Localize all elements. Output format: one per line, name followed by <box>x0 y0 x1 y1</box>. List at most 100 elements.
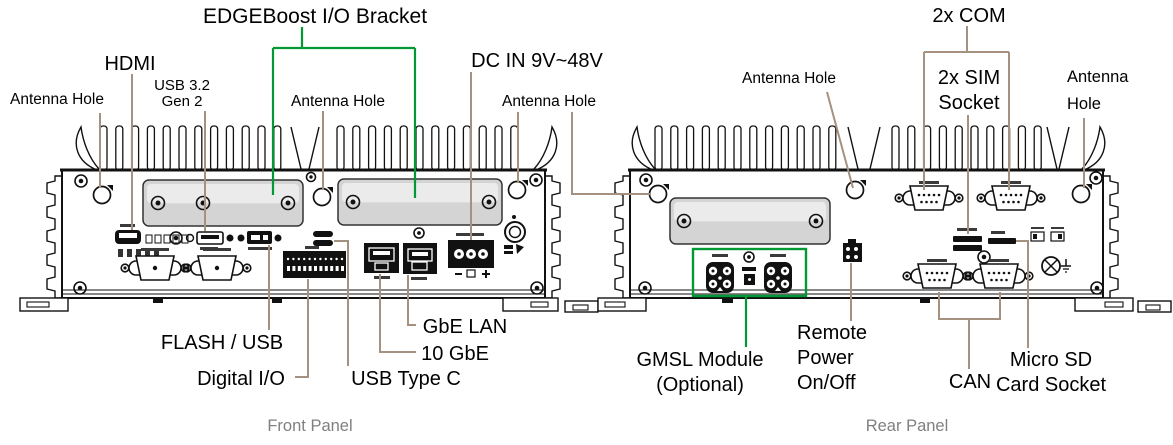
foot-slot <box>1145 304 1161 311</box>
dio-slot <box>292 266 296 271</box>
dio-slot <box>314 266 317 271</box>
pwr-mark <box>504 245 513 249</box>
label-antenna-hole-front-right: Antenna Hole <box>502 93 596 110</box>
led-glyph <box>154 249 159 257</box>
antenna-marker <box>327 187 333 193</box>
label-antenna-hole-rear-mid: Antenna Hole <box>742 70 836 87</box>
panel-screw <box>977 250 991 264</box>
foot-body <box>1074 297 1134 312</box>
fin <box>510 125 519 171</box>
screw-ring <box>676 213 692 229</box>
front-device <box>19 124 599 313</box>
gmsl-coax-pin <box>725 282 729 286</box>
micro-silkscreen-label <box>991 231 1005 234</box>
leader-2x-com-bracket <box>923 26 1010 190</box>
antenna-circle <box>312 187 332 207</box>
fin <box>178 125 187 171</box>
label-antenna-hole-front-mid: Antenna Hole <box>291 93 385 110</box>
dio-pin <box>313 257 317 261</box>
mounting-foot <box>1074 297 1134 312</box>
fin-funnel-edge <box>308 126 320 170</box>
led <box>154 234 162 244</box>
screw-ring <box>74 174 88 188</box>
fin <box>399 125 408 171</box>
gmsl-center <box>718 276 722 280</box>
screw-ring <box>529 173 543 187</box>
dsub-shell <box>909 185 949 211</box>
rj45-10gbe <box>364 243 399 279</box>
dsub-pin <box>943 278 946 282</box>
pwr-ring <box>504 221 526 243</box>
slot-screw <box>280 195 296 211</box>
screw-ring <box>169 231 183 245</box>
dsub-pin <box>1019 193 1023 197</box>
gmsl-center <box>776 276 780 280</box>
foot-slot <box>26 301 50 308</box>
fin-funnel-edge <box>869 126 881 170</box>
gmsl-connector <box>764 254 792 293</box>
dio-pin <box>286 257 290 261</box>
usb-tongue <box>201 235 219 239</box>
antenna-circle <box>648 184 668 204</box>
antenna-circle <box>1071 184 1091 204</box>
micro-silkscreen-label <box>770 254 786 257</box>
led-dot <box>274 234 282 242</box>
fin <box>494 125 503 171</box>
corner-screw <box>639 173 653 187</box>
dsub-pin <box>935 271 939 275</box>
fin <box>194 125 203 171</box>
gmsl-connector <box>706 254 734 293</box>
fin <box>336 125 345 171</box>
dc-screw <box>469 252 473 256</box>
screw-center <box>967 274 971 278</box>
fin-funnel-edge <box>847 126 859 170</box>
screw-ring <box>481 194 497 210</box>
screw-center <box>1094 285 1100 291</box>
label-antenna-hole-front-left: Antenna Hole <box>10 91 104 108</box>
screw-center <box>897 196 901 200</box>
screw-center <box>905 274 909 278</box>
edgeboost-slot-1 <box>142 179 304 227</box>
screw-center <box>747 255 751 259</box>
dsub-pin <box>1007 200 1010 204</box>
dio-slot <box>324 266 328 271</box>
screw-center <box>979 196 983 200</box>
rj45-tab <box>411 261 428 271</box>
micro-silkscreen-label <box>374 276 390 279</box>
rj45-tab <box>374 262 389 271</box>
dc-plus <box>485 270 487 278</box>
fin <box>986 125 995 171</box>
rugged-edge <box>545 175 561 299</box>
fin <box>907 125 916 171</box>
can-port-2 <box>964 263 1034 289</box>
screw-center <box>534 285 540 291</box>
screw-center <box>173 235 179 241</box>
leader-micro-sd <box>1016 240 1029 348</box>
rp-pin <box>854 247 858 251</box>
antenna-circle <box>92 185 112 205</box>
rp-pin <box>854 255 858 259</box>
mounting-foot <box>1137 300 1172 313</box>
gmsl-highlight-box <box>691 247 808 298</box>
slot-screw <box>481 194 497 210</box>
caption-front-panel: Front Panel <box>267 417 353 435</box>
dip-switch <box>1030 227 1045 242</box>
label-can: CAN <box>948 371 992 393</box>
slot-screw <box>676 213 692 229</box>
usb-type-c-port <box>313 231 333 246</box>
label-usb32-gen2: USB 3.2 Gen 2 <box>154 77 210 111</box>
dsub-pin <box>930 200 933 204</box>
screw-center <box>77 285 83 291</box>
dsub-pin <box>990 278 993 282</box>
rj45-body <box>403 243 437 274</box>
switch-body <box>1030 231 1045 242</box>
antenna-marker <box>860 180 866 186</box>
dio-slot <box>319 266 323 271</box>
screw-ring <box>1089 171 1103 185</box>
antenna-hole-rear-right <box>1071 184 1092 204</box>
label-2x-com: 2x COM <box>932 5 1006 27</box>
dsub-pin <box>999 193 1003 197</box>
fin <box>1017 125 1027 171</box>
screw-ring <box>195 195 211 211</box>
fin <box>146 125 156 171</box>
